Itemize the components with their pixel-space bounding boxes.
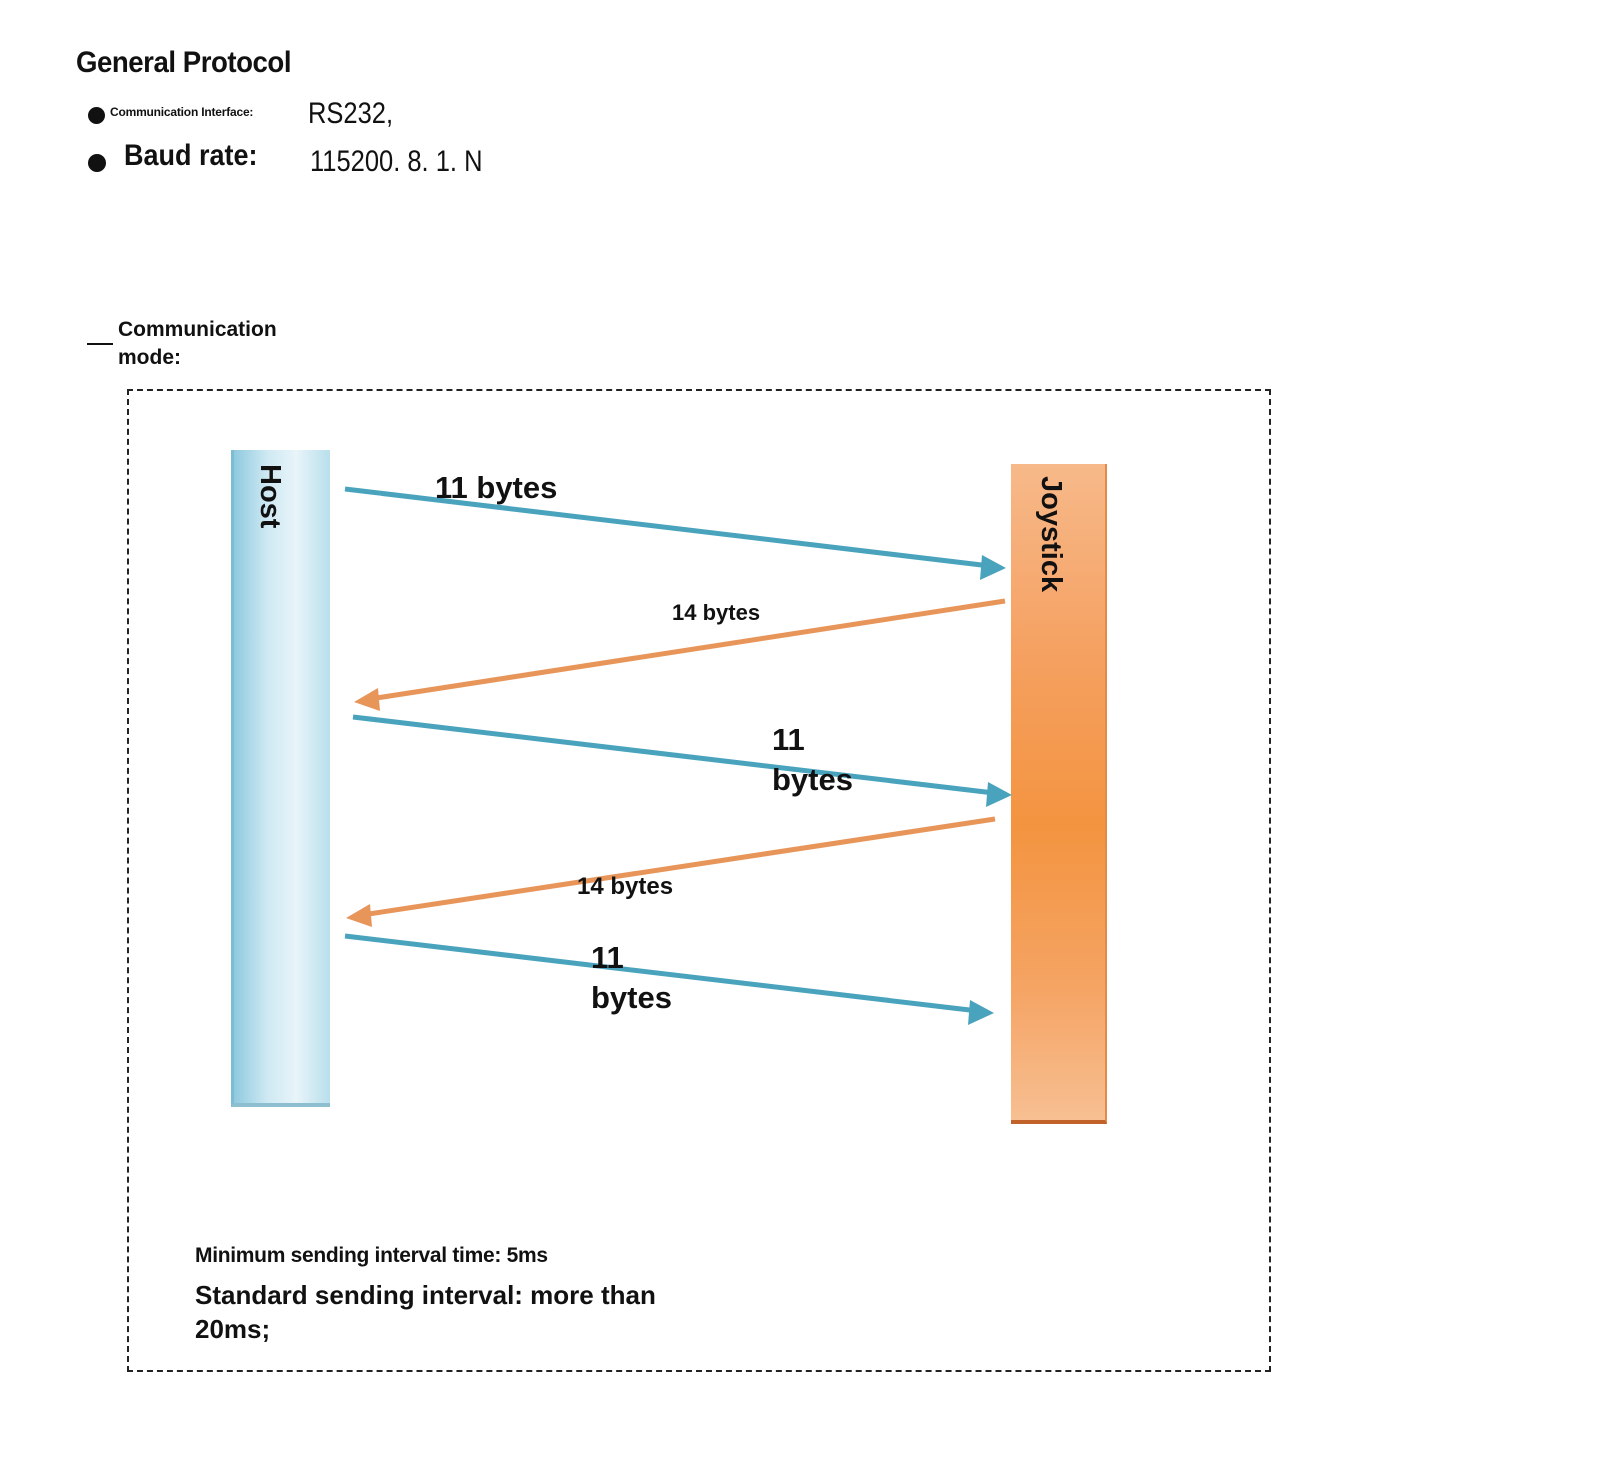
- bullet-icon: [88, 107, 105, 124]
- baud-label: Baud rate:: [124, 139, 258, 172]
- mode-dash: [87, 343, 113, 345]
- arrow-5: [344, 933, 994, 1025]
- bullet-icon: [88, 154, 106, 172]
- arrow-4: [346, 816, 996, 927]
- arrow-2: [354, 598, 1006, 711]
- message-label-1: 11 bytes: [435, 470, 558, 505]
- host-bar: [231, 450, 330, 1107]
- message-label-5: 11 bytes: [591, 940, 672, 1015]
- interface-value: RS232,: [308, 97, 394, 130]
- page-title: General Protocol: [76, 46, 292, 79]
- min-interval-note: Minimum sending interval time: 5ms: [195, 1244, 548, 1267]
- arrow-3: [352, 714, 1012, 807]
- host-label: Host: [254, 464, 286, 529]
- joystick-label: Joystick: [1035, 476, 1067, 593]
- joystick-bar: [1011, 464, 1107, 1124]
- message-label-3: 11 bytes: [772, 722, 853, 797]
- message-label-4: 14 bytes: [577, 873, 674, 900]
- interface-label: Communication Interface:: [110, 105, 254, 119]
- baud-value: 115200. 8. 1. N: [310, 145, 483, 178]
- communication-mode-label: Communication mode:: [118, 318, 277, 369]
- diagram-frame: [127, 389, 1271, 1372]
- standard-interval-note: Standard sending interval: more than 20m…: [195, 1280, 656, 1344]
- arrow-1: [344, 486, 1006, 580]
- message-label-2: 14 bytes: [672, 600, 761, 625]
